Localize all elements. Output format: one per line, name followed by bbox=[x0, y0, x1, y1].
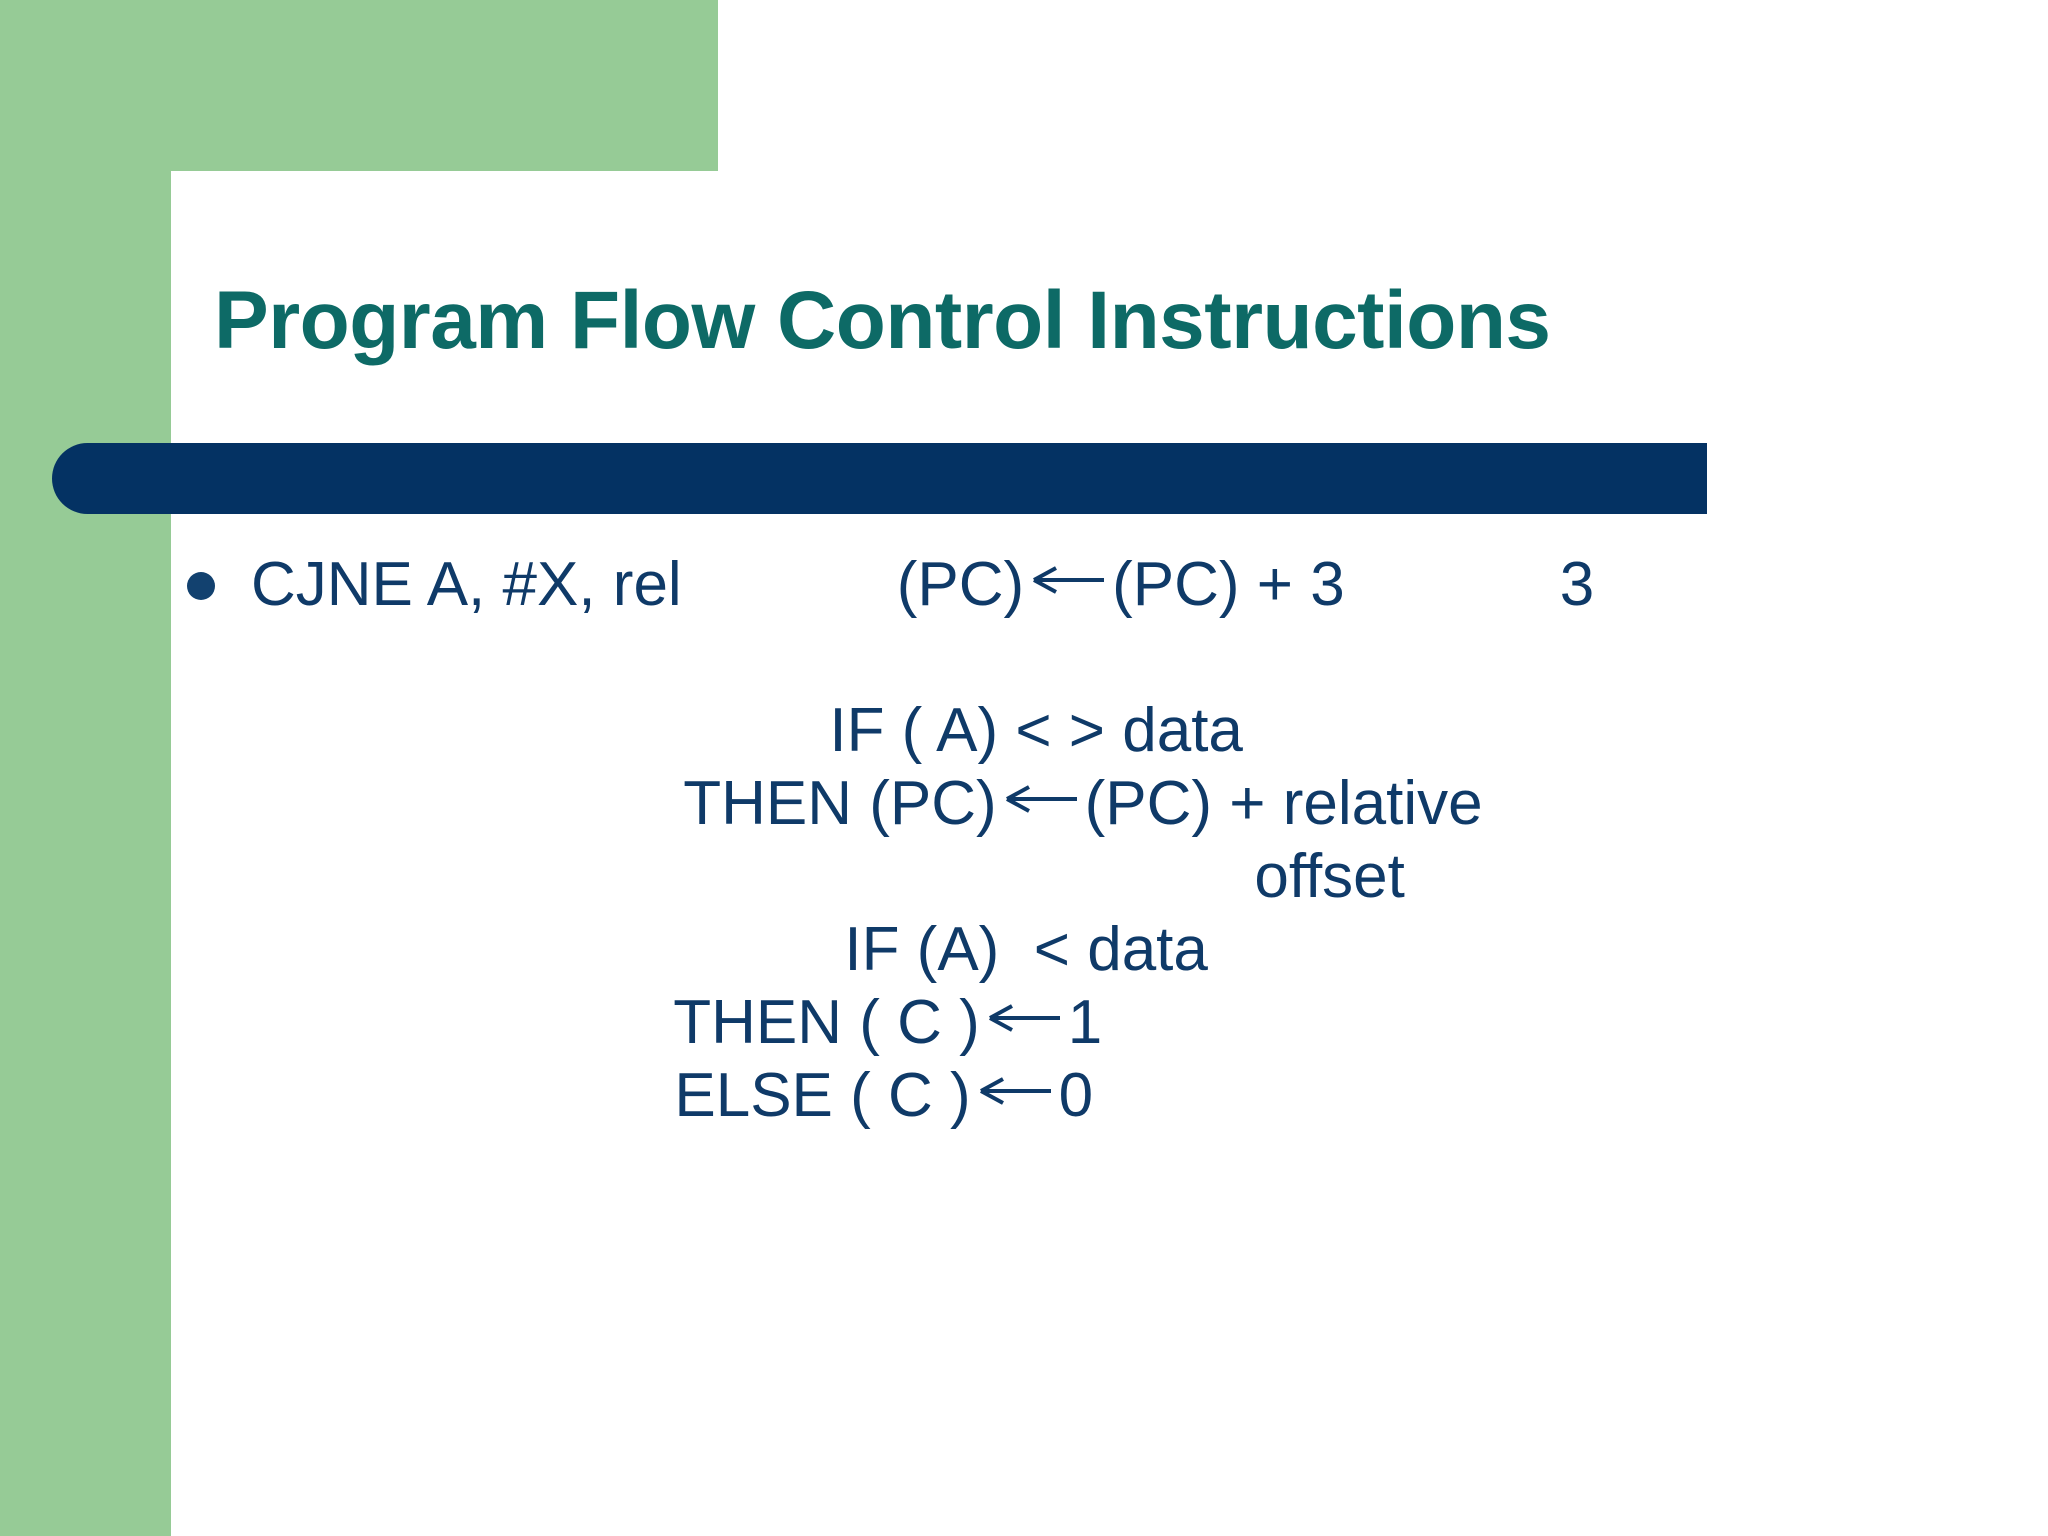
line-2-text: IF ( A) < > data bbox=[829, 696, 1243, 766]
list-item: IF (A) < data bbox=[171, 840, 2001, 984]
l6-value: 1 bbox=[1067, 988, 1103, 1058]
left-arrow-icon bbox=[1003, 782, 1079, 820]
list-item: THEN ( C ) 1 bbox=[171, 913, 2001, 1057]
left-arrow-icon bbox=[1030, 563, 1106, 601]
l6-then: THEN ( C ) bbox=[673, 988, 980, 1058]
list-item: IF ( A) < > data bbox=[171, 621, 2001, 765]
green-side-band bbox=[0, 0, 171, 1536]
l1-mnemonic: CJNE A, #X, rel bbox=[251, 550, 682, 619]
l1-pc-dest: (PC) bbox=[896, 550, 1025, 619]
body-content: CJNE A, #X, rel (PC) (PC) + 3 3 IF ( A) < >… bbox=[171, 548, 2001, 1130]
l1-bytes: 3 bbox=[1559, 550, 1595, 619]
left-arrow-icon bbox=[986, 1001, 1062, 1039]
l3-then: THEN (PC) bbox=[683, 769, 997, 839]
list-item: CJNE A, #X, rel (PC) (PC) + 3 3 bbox=[171, 548, 2001, 621]
green-top-block bbox=[0, 0, 718, 171]
l7-value: 0 bbox=[1058, 1061, 1094, 1131]
line-1-text: CJNE A, #X, rel (PC) (PC) + 3 3 bbox=[251, 548, 1594, 621]
list-item: THEN (PC) (PC) + relative bbox=[171, 694, 2001, 838]
l7-else: ELSE ( C ) bbox=[674, 1061, 971, 1131]
list-item: offset bbox=[171, 767, 2001, 911]
list-item: ELSE ( C ) 0 bbox=[171, 986, 2001, 1130]
title-underline-bar bbox=[52, 443, 1707, 514]
line-5-text: IF (A) < data bbox=[844, 915, 1208, 985]
l1-pc-expr: (PC) + 3 bbox=[1112, 550, 1345, 619]
left-arrow-icon bbox=[977, 1074, 1053, 1112]
l3-expr: (PC) + relative bbox=[1084, 769, 1483, 839]
page-title: Program Flow Control Instructions bbox=[214, 275, 1551, 366]
white-content-panel bbox=[171, 171, 2048, 1536]
bullet-dot-icon bbox=[187, 572, 215, 600]
line-4-text: offset bbox=[1254, 842, 1405, 912]
